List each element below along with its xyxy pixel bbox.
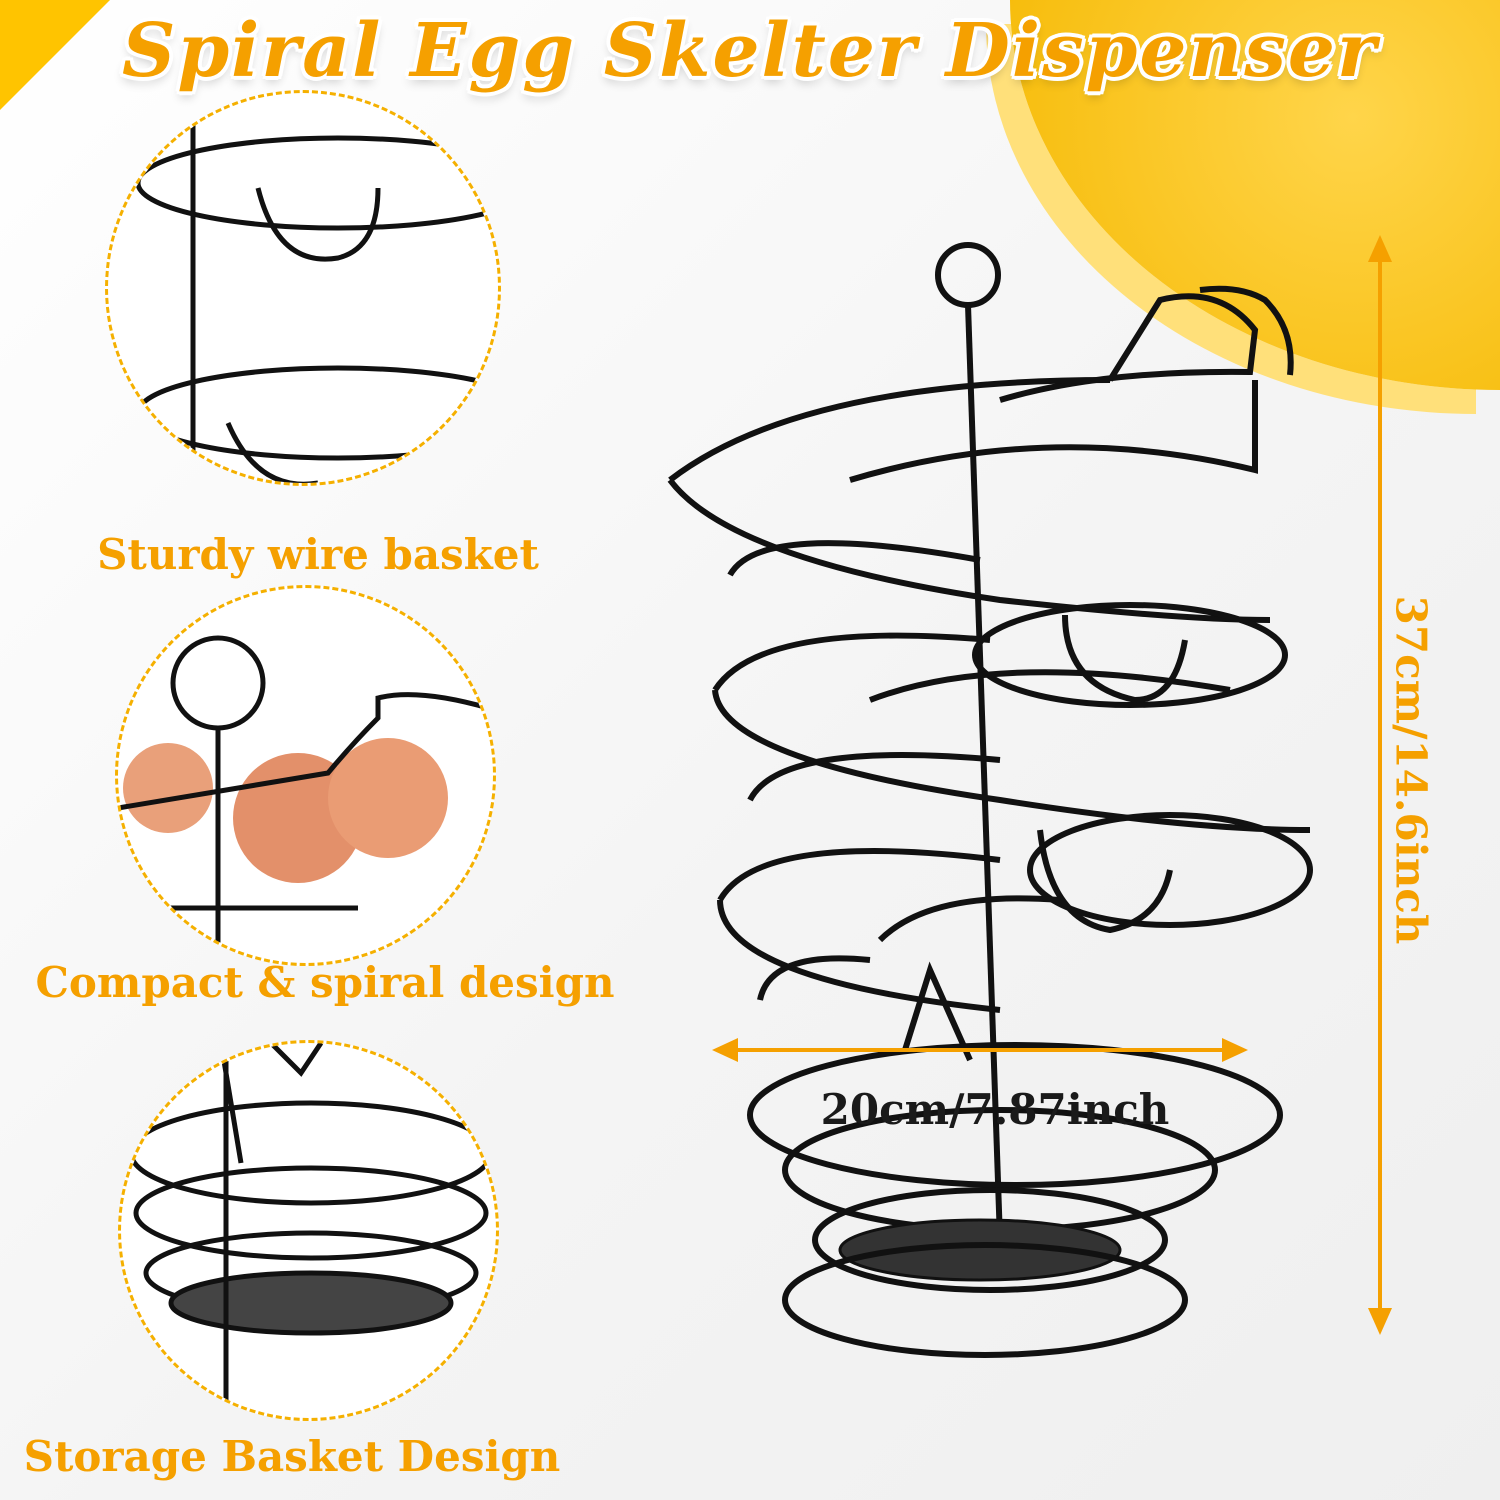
width-dimension-label: 20cm/7.87inch [820,1085,1170,1134]
detail-circle-spiral-design [115,585,496,966]
decorative-corner-left [0,0,110,110]
height-dimension-label: 37cm/14.6inch [1386,595,1436,945]
feature-label-3: Storage Basket Design [23,1432,561,1481]
feature-label-1: Sturdy wire basket [97,530,539,579]
detail-circle-storage-basket [118,1040,499,1421]
feature-label-2: Compact & spiral design [35,958,615,1007]
detail-circle-wire-basket [105,90,501,486]
product-title: Spiral Egg Skelter Dispenser [122,8,1378,94]
